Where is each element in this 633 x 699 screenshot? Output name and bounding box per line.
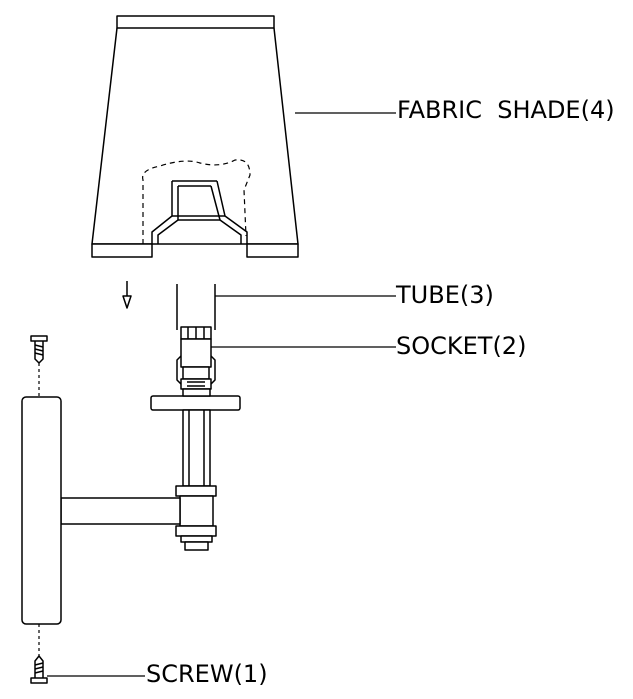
down-arrow-icon bbox=[122, 281, 132, 309]
socket bbox=[176, 326, 216, 390]
fabric-shade bbox=[91, 15, 299, 258]
leader-lines bbox=[47, 112, 396, 677]
bottom-screw bbox=[30, 624, 48, 684]
tube-label: TUBE(3) bbox=[396, 281, 494, 309]
stem bbox=[175, 409, 217, 551]
tube bbox=[176, 284, 216, 330]
screw-label: SCREW(1) bbox=[146, 660, 268, 688]
socket-label: SOCKET(2) bbox=[396, 332, 527, 360]
top-screw bbox=[30, 335, 48, 397]
arm bbox=[60, 497, 181, 525]
wall-plate bbox=[21, 396, 62, 625]
fabric-shade-label: FABRIC SHADE(4) bbox=[397, 96, 615, 124]
socket-cup-plate bbox=[150, 388, 241, 411]
